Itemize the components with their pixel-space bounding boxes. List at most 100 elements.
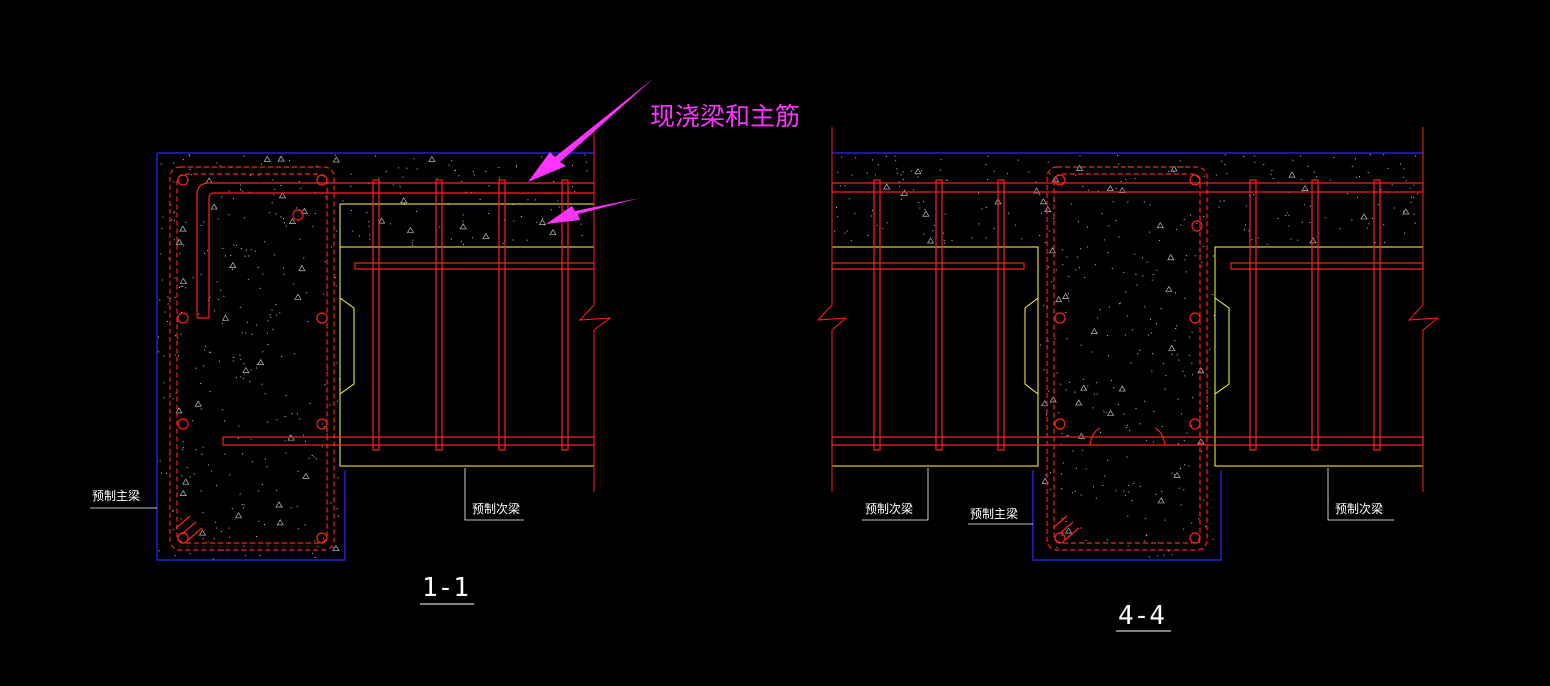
concrete-dot — [1159, 239, 1161, 241]
concrete-dot — [876, 224, 878, 226]
concrete-dot — [244, 255, 246, 257]
concrete-dot — [1071, 492, 1073, 494]
concrete-dot — [175, 392, 177, 394]
concrete-dot — [352, 230, 354, 232]
concrete-aggregate-mark — [294, 293, 302, 300]
concrete-dot — [563, 209, 565, 211]
concrete-dot — [239, 354, 241, 356]
concrete-dot — [1184, 259, 1186, 261]
concrete-aggregate-mark — [1039, 198, 1048, 205]
concrete-dot — [580, 223, 582, 225]
concrete-dot — [1175, 328, 1177, 329]
concrete-aggregate-mark — [1075, 399, 1083, 406]
concrete-dot — [173, 220, 175, 222]
concrete-dot — [1357, 196, 1358, 198]
concrete-dot — [385, 171, 387, 173]
concrete-dot — [204, 252, 206, 254]
concrete-dot — [214, 521, 216, 523]
concrete-dot — [1172, 171, 1174, 173]
concrete-dot — [1054, 338, 1056, 340]
concrete-dot — [185, 221, 187, 223]
concrete-dot — [1095, 382, 1097, 384]
concrete-dot — [1179, 160, 1181, 162]
concrete-dot — [1068, 381, 1070, 383]
concrete-dot — [1097, 190, 1099, 192]
concrete-dot — [323, 293, 325, 295]
concrete-dot — [173, 212, 175, 214]
concrete-dot — [1127, 166, 1129, 168]
top-hook-bar — [196, 182, 594, 319]
concrete-dot — [1131, 500, 1133, 502]
magenta-arrow-icon — [546, 198, 640, 224]
concrete-dot — [1110, 379, 1112, 381]
concrete-dot — [993, 228, 995, 230]
concrete-dot — [304, 524, 306, 526]
concrete-aggregate-mark — [1055, 296, 1063, 303]
concrete-dot — [1355, 158, 1356, 160]
concrete-dot — [182, 285, 184, 287]
concrete-dot — [1149, 204, 1151, 206]
concrete-dot — [1084, 277, 1086, 278]
concrete-dot — [1384, 242, 1386, 244]
concrete-aggregate-mark — [205, 177, 213, 184]
concrete-dot — [220, 530, 222, 532]
concrete-dot — [1103, 410, 1105, 412]
concrete-dot — [267, 344, 269, 345]
concrete-dot — [245, 249, 247, 251]
concrete-dot — [283, 273, 285, 275]
concrete-dot — [244, 555, 246, 557]
concrete-dot — [298, 528, 300, 530]
concrete-dot — [1224, 154, 1226, 156]
concrete-dot — [462, 220, 464, 222]
concrete-dot — [1125, 495, 1127, 497]
concrete-aggregate-mark — [302, 472, 310, 479]
concrete-dot — [1369, 154, 1371, 156]
concrete-dot — [1017, 159, 1019, 161]
concrete-fill-1-1 — [158, 154, 588, 560]
concrete-dot — [219, 165, 221, 167]
concrete-dot — [1156, 323, 1157, 325]
concrete-dot — [844, 232, 846, 234]
concrete-dot — [250, 369, 252, 371]
concrete-dot — [174, 239, 175, 241]
concrete-dot — [264, 393, 266, 395]
concrete-dot — [1139, 349, 1141, 351]
main-beam-stirrup-outer — [169, 166, 335, 551]
concrete-dot — [1074, 490, 1076, 492]
concrete-dot — [1303, 204, 1305, 206]
concrete-dot — [1403, 168, 1405, 170]
concrete-dot — [195, 367, 197, 369]
concrete-dot — [298, 181, 300, 182]
concrete-dot — [1125, 291, 1127, 293]
concrete-dot — [553, 180, 555, 182]
left-break-line — [816, 127, 848, 492]
concrete-dot — [412, 244, 414, 246]
concrete-dot — [1060, 383, 1062, 385]
concrete-dot — [485, 170, 487, 172]
concrete-dot — [1160, 308, 1162, 309]
concrete-dot — [334, 277, 336, 278]
concrete-dot — [1186, 432, 1188, 434]
label-precast-main-beam: 预制主梁 — [92, 488, 140, 503]
concrete-dot — [1047, 340, 1049, 342]
label-precast-main-beam-4-4: 预制主梁 — [970, 506, 1018, 521]
concrete-dot — [1065, 521, 1067, 522]
concrete-dot — [1066, 256, 1068, 258]
concrete-dot — [1103, 239, 1105, 241]
concrete-dot — [1300, 155, 1302, 157]
concrete-dot — [1182, 370, 1184, 372]
concrete-dot — [1128, 484, 1130, 486]
concrete-dot — [1207, 386, 1209, 388]
magenta-arrow-icon — [528, 78, 654, 182]
concrete-dot — [1132, 329, 1134, 331]
concrete-dot — [1174, 340, 1176, 342]
concrete-dot — [1135, 273, 1137, 275]
concrete-dot — [940, 158, 942, 160]
concrete-dot — [1102, 485, 1104, 486]
concrete-dot — [222, 322, 223, 324]
concrete-dot — [167, 303, 169, 305]
concrete-dot — [502, 243, 504, 244]
concrete-dot — [1079, 155, 1081, 157]
concrete-dot — [1101, 212, 1103, 214]
concrete-dot — [1119, 303, 1120, 305]
